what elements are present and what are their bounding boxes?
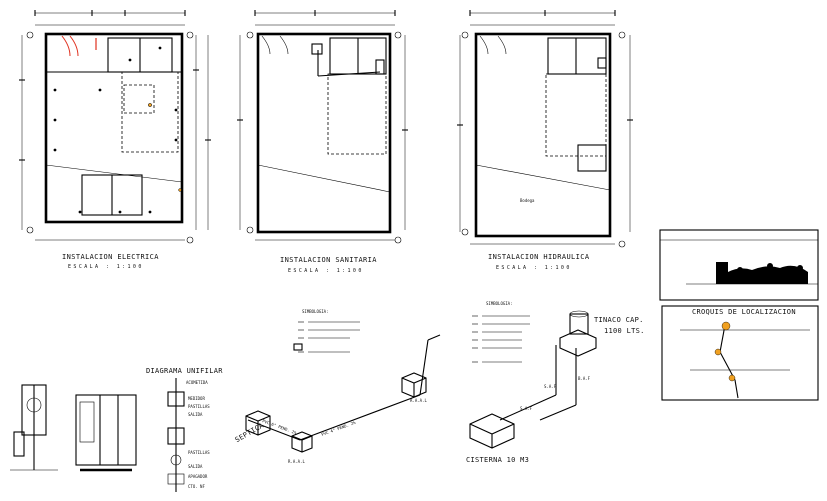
unifilar-label-7: CTO. NF: [188, 484, 205, 489]
sanitary-symbology-title: SIMBOLOGIA:: [302, 309, 329, 314]
outer-walls: [256, 32, 392, 234]
location-map: [680, 321, 810, 399]
dimension-lines: [237, 10, 408, 244]
unifilar-title: DIAGRAMA UNIFILAR: [146, 367, 223, 375]
saf-label-3: S.A.F: [520, 406, 533, 411]
dimension-lines: [457, 10, 633, 248]
unifilar-label-4: PASTILLAS: [188, 450, 210, 455]
plan-scale-sanitaria: ESCALA : 1:100: [288, 268, 364, 274]
single-line-diagram: DIAGRAMA UNIFILAR ACOMETIDA MEDIDOR PAST…: [146, 367, 223, 492]
sanitary-isometric: SIMBOLOGIA: SEPTICA PVC 4" PEND. 2% PVC …: [234, 309, 441, 464]
unifilar-label-3: SALIDA: [188, 412, 203, 417]
location-panel: CROQUIS DE LOCALIZACION: [659, 229, 819, 401]
saf-label-2: B.A.F: [578, 376, 591, 381]
plan-sanitaria: INSTALACION SANITARIA ESCALA : 1:100: [237, 10, 408, 274]
tank-label: TINACO CAP.: [594, 316, 644, 324]
hydraulic-isometric: SIMBOLOGIA: TINACO CAP. 1100 LTS. S.A.F …: [466, 301, 645, 464]
unifilar-label-1: MEDIDOR: [188, 396, 205, 401]
unifilar-label-0: ACOMETIDA: [186, 380, 208, 385]
unifilar-label-6: APAGADOR: [188, 474, 208, 479]
dimension-lines: [19, 10, 211, 244]
room-label-bodega: Bodega: [520, 198, 535, 203]
location-title: CROQUIS DE LOCALIZACION: [692, 308, 796, 316]
vegetation-elevation: [716, 262, 808, 284]
door-red: [61, 35, 79, 57]
detail-sketches: [10, 384, 137, 472]
sanitary-pipes: [311, 43, 385, 77]
saf-label-1: S.A.F: [544, 384, 557, 389]
plan-title-sanitaria: INSTALACION SANITARIA: [280, 256, 377, 264]
pipe-label-long: PVC 4" PEND. 2%: [321, 420, 357, 437]
plan-hidraulica: Bodega INSTALACION HIDRAULICA ESCALA : 1…: [457, 10, 633, 271]
registro-label-2: R.A.A.L: [410, 398, 427, 403]
outer-walls: [474, 32, 612, 238]
outer-walls: [44, 32, 184, 224]
unifilar-label-2: PASTILLAS: [188, 404, 210, 409]
cisterna: [469, 413, 515, 449]
cistern-label: CISTERNA 10 M3: [466, 456, 529, 464]
registro-label-1: R.A.A.L: [288, 459, 305, 464]
plan-title-electrica: INSTALACION ELECTRICA: [62, 253, 159, 261]
septic-label: SEPTICA: [234, 421, 266, 444]
plan-scale-hidraulica: ESCALA : 1:100: [496, 265, 572, 271]
plan-scale-electrica: ESCALA : 1:100: [68, 264, 144, 270]
tank-capacity: 1100 LTS.: [604, 327, 645, 335]
plan-electrica: INSTALACION ELECTRICA ESCALA : 1:100: [19, 10, 211, 270]
unifilar-label-5: SALIDA: [188, 464, 203, 469]
hydraulic-symbology-title: SIMBOLOGIA:: [486, 301, 513, 306]
plan-title-hidraulica: INSTALACION HIDRAULICA: [488, 253, 590, 261]
tinaco-tank: [559, 310, 597, 357]
